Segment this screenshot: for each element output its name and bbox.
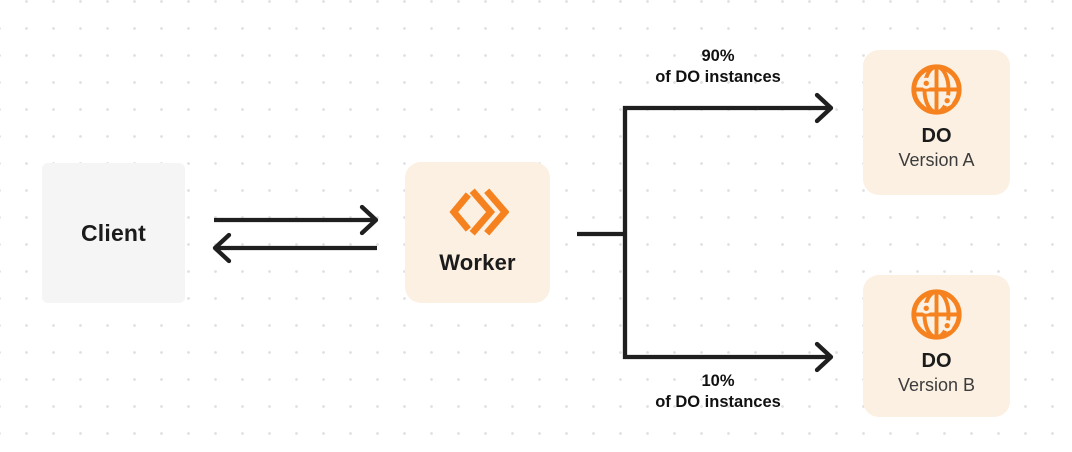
do-version-a-node: DO Version A bbox=[863, 50, 1010, 195]
worker-node: Worker bbox=[405, 162, 550, 303]
workers-chevrons-icon bbox=[448, 188, 509, 236]
split-bottom-caption: of DO instances bbox=[655, 393, 781, 411]
worker-to-client-arrowhead-icon bbox=[212, 232, 232, 264]
client-to-worker-arrowhead-icon bbox=[359, 204, 379, 236]
durable-object-globe-icon bbox=[911, 64, 962, 115]
client-label: Client bbox=[80, 219, 147, 246]
do-b-subtitle: Version B bbox=[897, 375, 976, 395]
split-top-caption: of DO instances bbox=[655, 68, 781, 86]
do-version-b-node: DO Version B bbox=[863, 275, 1010, 417]
durable-object-globe-icon bbox=[911, 289, 962, 340]
arrow-to-version-a-head-icon bbox=[814, 92, 834, 124]
split-top-percent: 90% bbox=[701, 47, 735, 65]
split-bottom-percent: 10% bbox=[701, 372, 735, 390]
worker-label: Worker bbox=[439, 250, 516, 275]
client-node: Client bbox=[42, 163, 185, 303]
do-a-title: DO bbox=[921, 125, 952, 147]
split-label-top: 90% of DO instances bbox=[655, 46, 781, 88]
arrow-to-version-b-head-icon bbox=[814, 341, 834, 373]
do-a-subtitle: Version A bbox=[898, 150, 975, 170]
split-bracket-line bbox=[622, 105, 829, 360]
do-b-title: DO bbox=[921, 350, 952, 372]
split-label-bottom: 10% of DO instances bbox=[655, 371, 781, 413]
